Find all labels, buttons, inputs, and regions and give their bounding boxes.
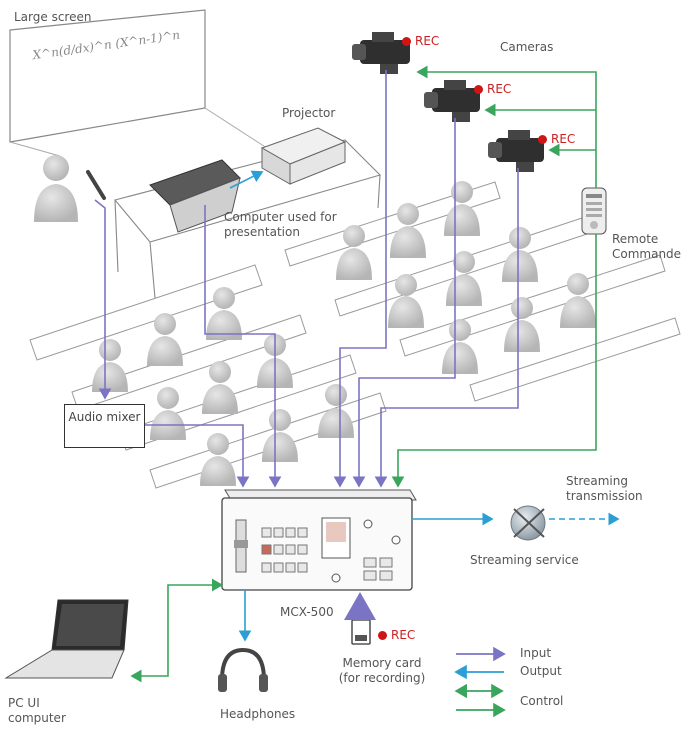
rec-dot-icon bbox=[378, 631, 387, 640]
streaming-globe bbox=[510, 505, 546, 541]
memory-card-label: Memory card (for recording) bbox=[338, 656, 426, 685]
mcx-500-device bbox=[221, 489, 417, 591]
audio-mixer-box: Audio mixer bbox=[64, 404, 145, 448]
rec-dot-icon bbox=[474, 85, 483, 94]
camera-3 bbox=[488, 130, 544, 172]
headphones-label: Headphones bbox=[220, 707, 296, 721]
rec-dot-icon bbox=[538, 135, 547, 144]
large-screen-label: Large screen bbox=[14, 10, 92, 24]
pc-ui-computer-label: PC UI computer bbox=[8, 696, 66, 725]
legend-input-label: Input bbox=[520, 646, 552, 660]
rec-indicator-camera-2: REC bbox=[474, 82, 511, 96]
control-connections bbox=[130, 65, 597, 683]
rec-indicator-camera-1: REC bbox=[402, 34, 439, 48]
camera-1 bbox=[352, 32, 410, 74]
legend-arrows bbox=[454, 646, 506, 718]
input-connections bbox=[94, 70, 519, 620]
legend-control-label: Control bbox=[520, 694, 564, 708]
camera-2 bbox=[424, 80, 480, 122]
legend-output-label: Output bbox=[520, 664, 562, 678]
streaming-service-label: Streaming service bbox=[470, 553, 579, 567]
projector-label: Projector bbox=[282, 106, 336, 120]
computer-label: Computer used for presentation bbox=[224, 210, 337, 239]
remote-commander-label: Remote Commander bbox=[612, 232, 682, 261]
cameras-label: Cameras bbox=[500, 40, 554, 54]
memory-card bbox=[351, 619, 371, 645]
rec-indicator-memory-card: REC bbox=[378, 628, 415, 642]
mcx-500-label: MCX-500 bbox=[280, 605, 334, 619]
large-screen bbox=[9, 9, 271, 157]
projector-device bbox=[260, 127, 347, 185]
output-connections bbox=[229, 170, 620, 642]
pc-ui-laptop bbox=[4, 599, 129, 679]
rec-dot-icon bbox=[402, 37, 411, 46]
headphones-device bbox=[218, 647, 268, 692]
remote-commander bbox=[581, 187, 607, 235]
audio-mixer-label: Audio mixer bbox=[68, 410, 141, 424]
streaming-transmission-label: Streaming transmission bbox=[566, 474, 643, 503]
microphone bbox=[86, 170, 106, 200]
rec-indicator-camera-3: REC bbox=[538, 132, 575, 146]
